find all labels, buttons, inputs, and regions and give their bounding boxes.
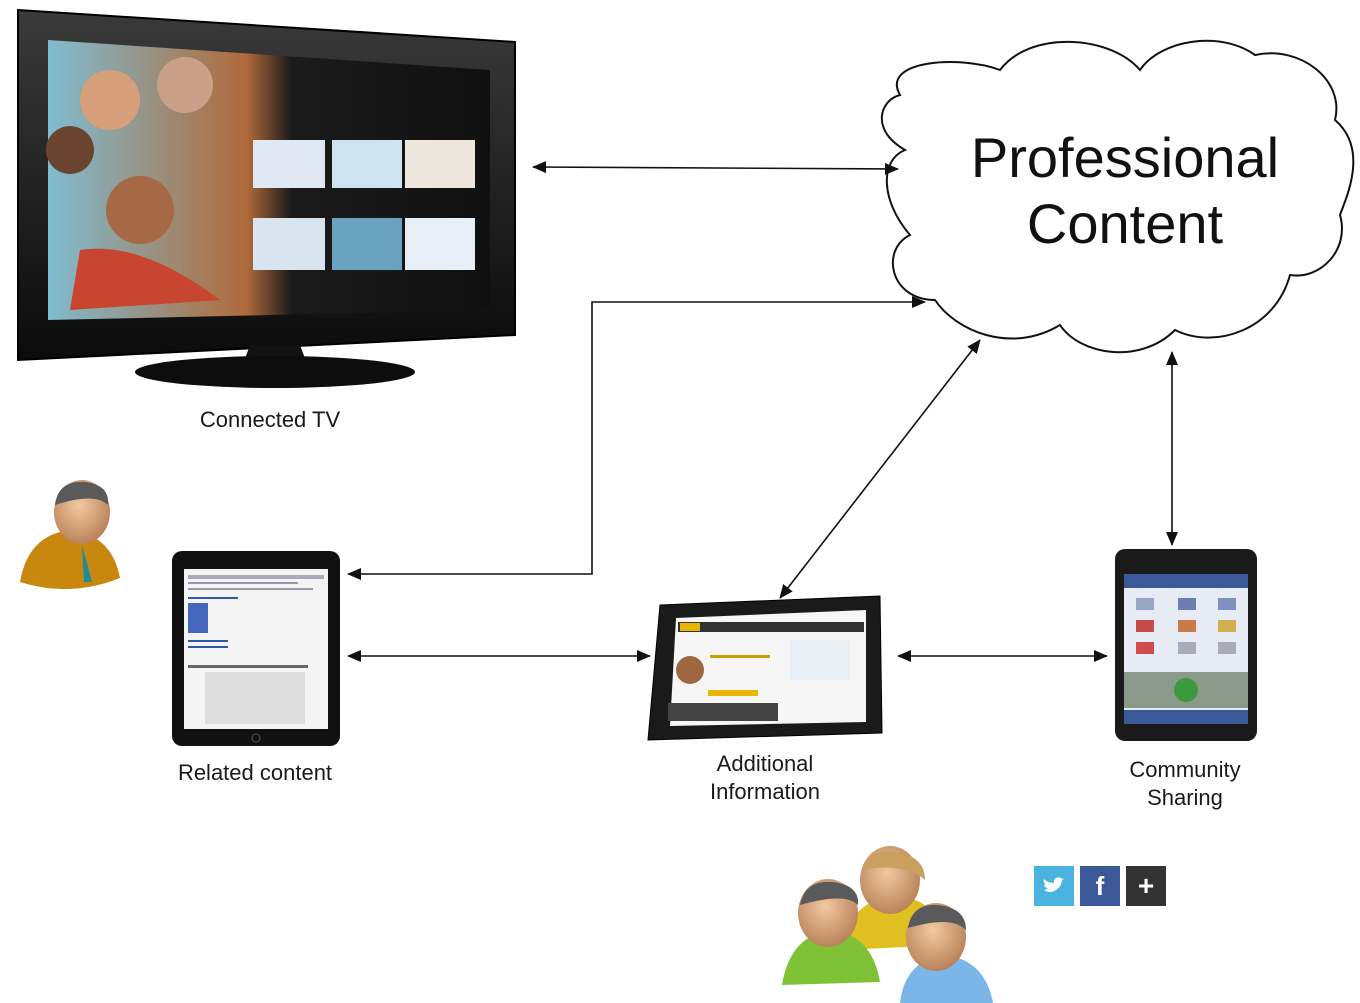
related-content-label: Related content bbox=[177, 760, 333, 785]
connectors bbox=[347, 161, 1178, 662]
community-sharing-line1: Community bbox=[1129, 757, 1241, 782]
additional-information-line1: Additional bbox=[716, 751, 814, 776]
tablet-cloud-link bbox=[347, 296, 926, 580]
cloud-title-line1: Professional bbox=[970, 126, 1280, 189]
samsung-cloud-link bbox=[779, 339, 981, 599]
community-sharing-label: Community Sharing bbox=[1065, 756, 1305, 812]
cloud-title: Professional Content bbox=[905, 125, 1345, 257]
additional-information-line2: Information bbox=[709, 779, 821, 804]
user-group-icon bbox=[782, 846, 993, 1003]
user-icon bbox=[20, 480, 120, 590]
professional-content-cloud bbox=[880, 39, 1355, 354]
tv-cloud-link bbox=[532, 161, 899, 175]
social-icons: f + bbox=[1034, 866, 1166, 906]
community-sharing-phone bbox=[1115, 549, 1257, 741]
facebook-icon: f bbox=[1080, 866, 1120, 906]
additional-information-label: Additional Information bbox=[645, 750, 885, 806]
additional-information-tablet bbox=[647, 595, 883, 741]
google-plus-icon: + bbox=[1126, 866, 1166, 906]
related-content-tablet bbox=[172, 551, 340, 746]
community-sharing-line2: Sharing bbox=[1147, 785, 1223, 810]
connected-tv-device bbox=[17, 8, 516, 388]
twitter-icon bbox=[1034, 866, 1074, 906]
connected-tv-label: Connected TV bbox=[199, 407, 341, 432]
cloud-title-line2: Content bbox=[1026, 192, 1224, 255]
